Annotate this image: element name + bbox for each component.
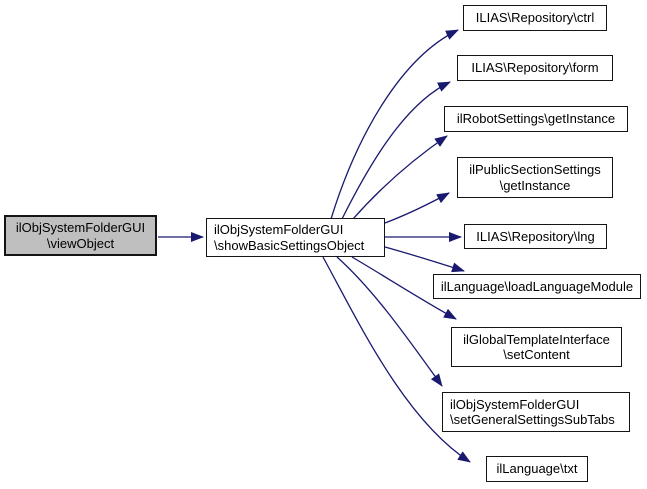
node-illanguage-loadlanguagemodule[interactable]: ilLanguage\loadLanguageModule xyxy=(433,274,641,299)
edge-to-form xyxy=(341,81,451,220)
node-ilglobaltemplateinterface-setcontent[interactable]: ilGlobalTemplateInterface \setContent xyxy=(451,327,622,367)
node-ilrobotsettings-getinstance[interactable]: ilRobotSettings\getInstance xyxy=(444,106,628,132)
node-ilobjsystemfoldergui-setgeneralsettingssubtabs[interactable]: ilObjSystemFolderGUI \setGeneralSettings… xyxy=(442,392,630,432)
edge-to-robot-getinstance xyxy=(352,135,448,220)
node-ilpublicsectionsettings-getinstance[interactable]: ilPublicSectionSettings \getInstance xyxy=(457,157,613,198)
edge-to-loadlanguagemodule xyxy=(384,246,465,273)
edge-to-ctrl xyxy=(330,29,459,220)
node-ilias-repository-lng[interactable]: ILIAS\Repository\lng xyxy=(464,224,607,249)
node-illanguage-txt[interactable]: ilLanguage\txt xyxy=(486,456,588,482)
node-ilobjsystemfoldergui-viewobject: ilObjSystemFolderGUI \viewObject xyxy=(4,215,157,256)
node-ilias-repository-ctrl[interactable]: ILIAS\Repository\ctrl xyxy=(463,5,607,31)
edge-to-setgeneralsettingssubtabs xyxy=(336,256,443,387)
edge-to-setcontent xyxy=(351,256,457,320)
node-ilobjsystemfoldergui-showbasicsettingsobject[interactable]: ilObjSystemFolderGUI \showBasicSettingsO… xyxy=(206,218,385,257)
edge-to-publicsection-getinstance xyxy=(384,192,450,224)
edge-to-txt xyxy=(322,256,471,463)
node-ilias-repository-form[interactable]: ILIAS\Repository\form xyxy=(457,55,613,81)
